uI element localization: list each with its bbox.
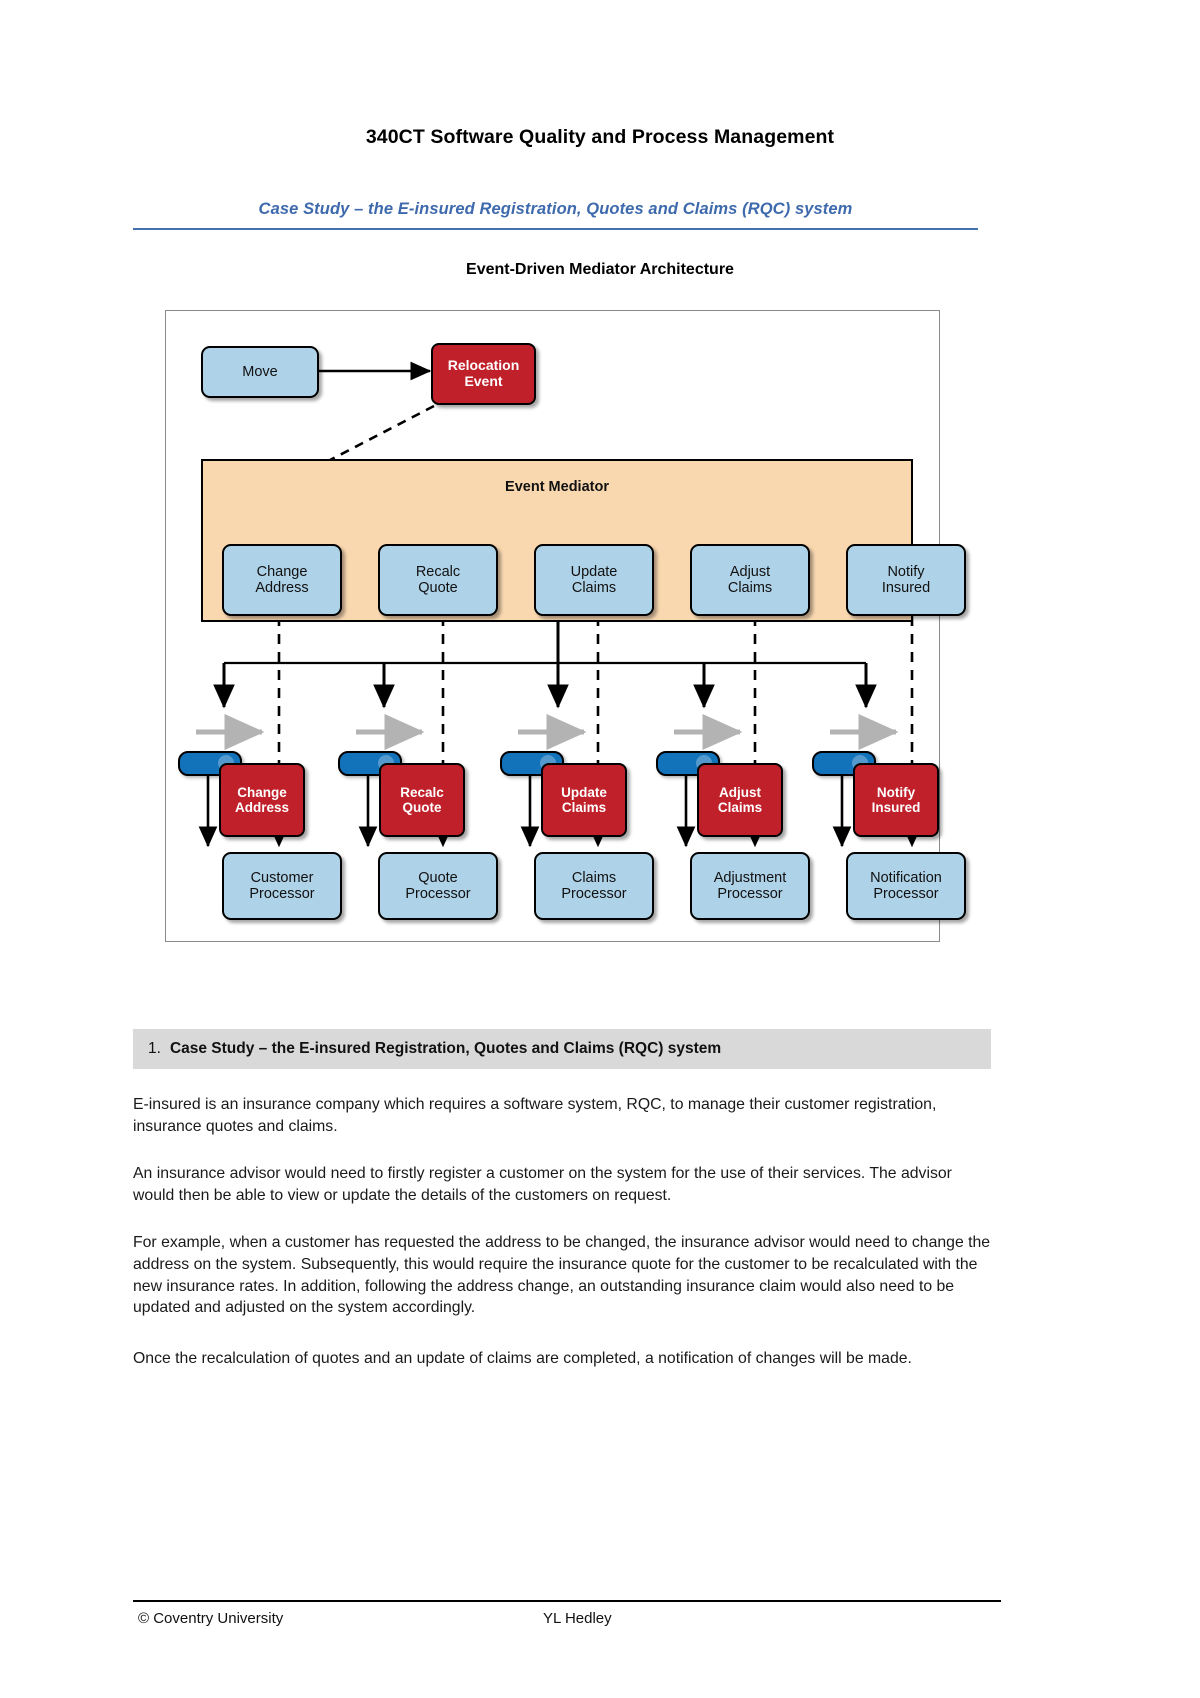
processor-quote[interactable]: Quote Processor: [378, 852, 498, 920]
processor-claims-line1: Claims: [571, 869, 617, 886]
mediator-step-update-claims[interactable]: Update Claims: [534, 544, 654, 616]
node-move-label: Move: [242, 363, 278, 380]
case-study-subtitle: Case Study – the E-insured Registration,…: [258, 200, 853, 218]
channel-event-update-claims[interactable]: Update Claims: [541, 763, 627, 837]
mediator-step-recalc-quote-line1: Recalc: [415, 563, 461, 580]
mediator-step-adjust-claims-line1: Adjust: [729, 563, 771, 580]
channel-event-adjust-claims[interactable]: Adjust Claims: [697, 763, 783, 837]
processor-customer-line1: Customer: [250, 869, 314, 886]
channel-event-notify-insured[interactable]: Notify Insured: [853, 763, 939, 837]
node-move[interactable]: Move: [201, 346, 319, 398]
mediator-step-recalc-quote-line2: Quote: [418, 580, 458, 596]
processor-adjustment[interactable]: Adjustment Processor: [690, 852, 810, 920]
processor-quote-line1: Quote: [418, 869, 458, 886]
processor-adjustment-line2: Processor: [717, 886, 783, 902]
mediator-step-change-address[interactable]: Change Address: [222, 544, 342, 616]
mediator-step-notify-insured-line1: Notify: [887, 563, 925, 580]
subtitle-divider: [133, 228, 978, 230]
channel-event-change-address-line1: Change: [237, 784, 287, 800]
node-relocation-event-line2: Event: [464, 373, 503, 389]
paragraph-2: An insurance advisor would need to first…: [133, 1165, 952, 1204]
paragraph-3: For example, when a customer has request…: [133, 1234, 991, 1317]
processor-customer[interactable]: Customer Processor: [222, 852, 342, 920]
node-relocation-event-line1: Relocation: [447, 357, 520, 374]
footer-author: YL Hedley: [543, 1610, 612, 1627]
paragraph-4: Once the recalculation of quotes and an …: [133, 1350, 912, 1367]
mediator-step-change-address-line1: Change: [256, 563, 308, 580]
channel-event-change-address[interactable]: Change Address: [219, 763, 305, 837]
processor-quote-line2: Processor: [405, 886, 471, 902]
channel-event-adjust-claims-line2: Claims: [717, 800, 763, 815]
event-mediator-label: Event Mediator: [505, 479, 609, 495]
channel-event-recalc-quote[interactable]: Recalc Quote: [379, 763, 465, 837]
page-title: 340CT Software Quality and Process Manag…: [365, 126, 835, 148]
processor-notification-line1: Notification: [870, 869, 942, 886]
mediator-step-notify-insured-line2: Insured: [881, 580, 931, 596]
processor-notification-line2: Processor: [873, 886, 939, 902]
channel-event-recalc-quote-line2: Quote: [402, 800, 442, 815]
processor-claims[interactable]: Claims Processor: [534, 852, 654, 920]
channel-event-update-claims-line2: Claims: [561, 800, 607, 815]
section-heading-bar: 1. Case Study – the E-insured Registrati…: [133, 1029, 991, 1069]
channel-event-change-address-line2: Address: [234, 800, 290, 815]
processor-claims-line2: Processor: [561, 886, 627, 902]
mediator-step-adjust-claims[interactable]: Adjust Claims: [690, 544, 810, 616]
mediator-step-notify-insured[interactable]: Notify Insured: [846, 544, 966, 616]
section-number: 1.: [148, 1040, 161, 1057]
processor-notification[interactable]: Notification Processor: [846, 852, 966, 920]
node-relocation-event[interactable]: Relocation Event: [431, 343, 536, 405]
channel-event-notify-insured-line2: Insured: [871, 800, 921, 815]
channel-event-update-claims-line1: Update: [561, 784, 607, 800]
processor-adjustment-line1: Adjustment: [713, 869, 787, 886]
mediator-step-update-claims-line1: Update: [570, 563, 618, 580]
channel-event-adjust-claims-line1: Adjust: [719, 784, 761, 800]
mediator-step-change-address-line2: Address: [255, 580, 309, 596]
figure-title: Event-Driven Mediator Architecture: [466, 261, 734, 278]
section-heading: Case Study – the E-insured Registration,…: [169, 1040, 722, 1057]
mediator-step-adjust-claims-line2: Claims: [727, 580, 773, 596]
processor-customer-line2: Processor: [249, 886, 315, 902]
channel-event-recalc-quote-line1: Recalc: [400, 784, 444, 800]
diagram-connectors: [196, 361, 922, 848]
paragraph-1: E-insured is an insurance company which …: [133, 1096, 937, 1135]
mediator-step-update-claims-line2: Claims: [571, 580, 617, 596]
footer-divider: [133, 1600, 1001, 1602]
channel-event-notify-insured-line1: Notify: [876, 784, 916, 800]
footer-copyright: © Coventry University: [138, 1610, 284, 1627]
subtitle-block: Case Study – the E-insured Registration,…: [133, 200, 978, 230]
mediator-step-recalc-quote[interactable]: Recalc Quote: [378, 544, 498, 616]
architecture-diagram: Move Relocation Event Event Mediator Cha…: [165, 310, 966, 942]
